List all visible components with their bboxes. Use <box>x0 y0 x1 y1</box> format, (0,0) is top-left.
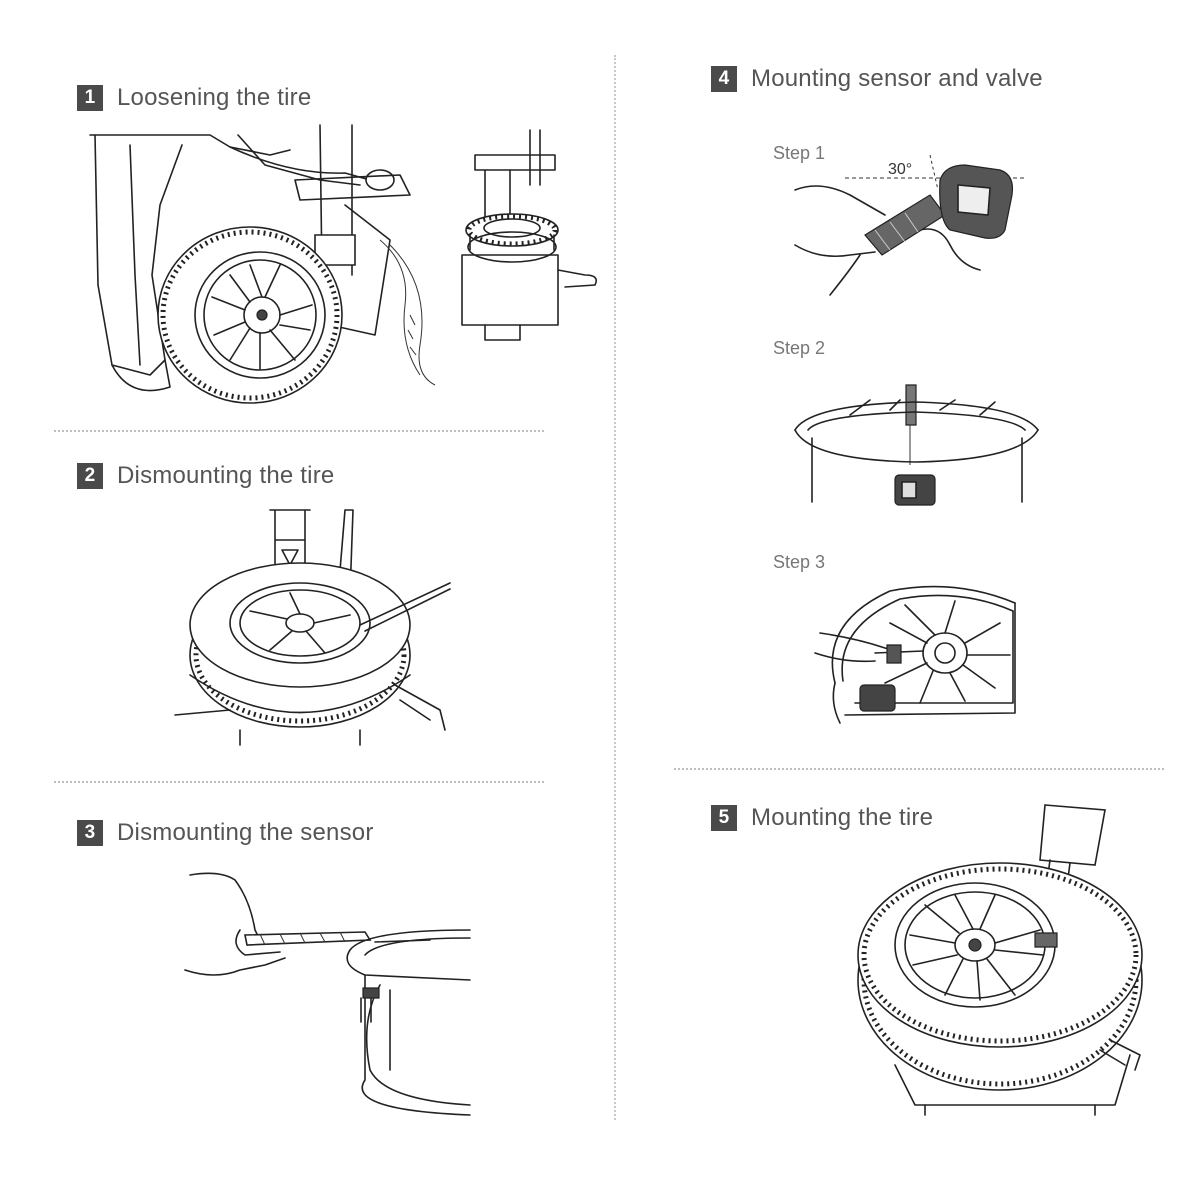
step-3-label: Step 3 <box>773 552 826 572</box>
section-2-title: 2 Dismounting the tire <box>77 462 334 490</box>
angle-label: 30° <box>888 161 912 178</box>
section-2-number: 2 <box>77 463 103 489</box>
section-5-title: 5 Mounting the tire <box>711 804 933 832</box>
section-1-label: Loosening the tire <box>117 84 312 111</box>
divider-1-2 <box>54 430 544 432</box>
section-5-number: 5 <box>711 805 737 831</box>
step-1-illustration: 30° <box>790 150 1030 305</box>
loosening-tire-illustration <box>90 125 600 405</box>
section-4-number: 4 <box>711 66 737 92</box>
divider-4-5 <box>674 768 1164 770</box>
dismounting-sensor-illustration <box>185 870 470 1120</box>
section-1-title: 1 Loosening the tire <box>77 84 311 112</box>
dismounting-tire-illustration <box>170 505 460 745</box>
section-3-label: Dismounting the sensor <box>117 819 374 846</box>
mounting-tire-illustration <box>855 805 1145 1115</box>
center-divider <box>614 55 616 1120</box>
step-1-label: Step 1 <box>773 143 826 163</box>
step-2-label: Step 2 <box>773 338 826 358</box>
divider-2-3 <box>54 781 544 783</box>
section-4-title: 4 Mounting sensor and valve <box>711 65 1043 93</box>
section-2-label: Dismounting the tire <box>117 462 335 489</box>
section-3-number: 3 <box>77 820 103 846</box>
section-5-label: Mounting the tire <box>751 804 934 831</box>
step-2-illustration <box>790 380 1045 515</box>
section-4-label: Mounting sensor and valve <box>751 65 1043 92</box>
section-3-title: 3 Dismounting the sensor <box>77 819 374 847</box>
step-3-illustration <box>815 583 1020 728</box>
section-1-number: 1 <box>77 85 103 111</box>
